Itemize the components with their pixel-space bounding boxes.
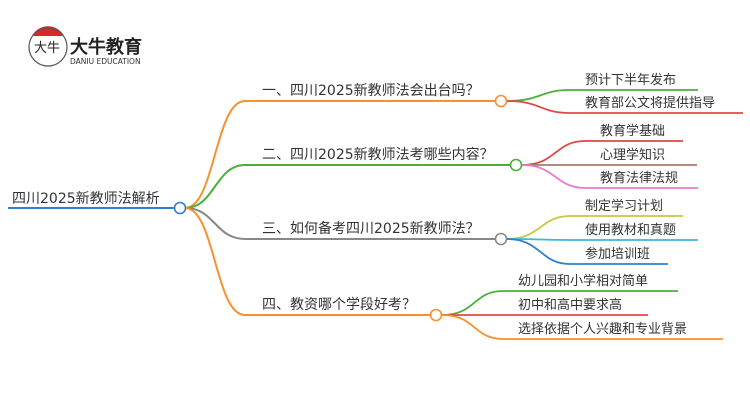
branch-collapse-toggle[interactable] [494,94,508,108]
child-connector [441,290,678,316]
logo: 大牛 大牛教育 DANIU EDUCATION [28,26,142,67]
root-label: 四川2025新教师法解析 [12,191,160,207]
branch-label: 三、如何备考四川2025新教师法？ [262,220,480,237]
root-node[interactable]: 四川2025新教师法解析 [8,191,187,215]
child-connector [521,164,698,189]
logo-mark-icon [32,26,64,36]
child-node-label[interactable]: 心理学知识 [600,147,665,163]
logo-name: 大牛教育 [70,36,142,58]
branch-label: 一、四川2025新教师法会出台吗？ [262,83,480,99]
branch-node[interactable]: 二、四川2025新教师法考哪些内容？ [262,146,494,163]
branch-collapse-toggle[interactable] [509,158,523,172]
branch-collapse-toggle[interactable] [429,308,443,322]
child-node-label[interactable]: 参加培训班 [585,246,650,262]
branch-label: 四、教资哪个学段好考？ [262,297,416,313]
child-node-label[interactable]: 预计下半年发布 [585,72,676,88]
child-node-label[interactable]: 初中和高中要求高 [518,297,622,313]
child-connector [441,314,723,340]
child-node-label[interactable]: 教育学基础 [600,123,665,139]
branch-node[interactable]: 三、如何备考四川2025新教师法？ [262,220,480,237]
child-connector [506,238,668,265]
root-collapse-toggle[interactable] [173,201,187,215]
child-node-label[interactable]: 选择依据个人兴趣和专业背景 [518,322,687,337]
branch-label: 二、四川2025新教师法考哪些内容？ [262,146,494,163]
child-connector [506,215,683,240]
child-connector [521,140,683,166]
branch-collapse-toggle[interactable] [494,232,508,246]
child-node-label[interactable]: 使用教材和真题 [585,222,676,238]
child-node-label[interactable]: 制定学习计划 [585,198,663,214]
child-node-label[interactable]: 教育法律法规 [600,170,678,186]
branch-node[interactable]: 一、四川2025新教师法会出台吗？ [262,83,480,99]
logo-subtitle: DANIU EDUCATION [70,57,141,66]
child-connector [506,238,698,241]
branch-connector [184,164,510,209]
child-node-label[interactable]: 幼儿园和小学相对简单 [518,273,648,289]
logo-mark-text: 大牛 [34,41,60,56]
branch-connector [184,207,430,316]
branch-node[interactable]: 四、教资哪个学段好考？ [262,297,416,313]
branch-connector [184,100,495,209]
child-node-label[interactable]: 教育部公文将提供指导 [585,95,715,111]
child-connector [506,100,743,114]
branch-connector [184,207,495,240]
